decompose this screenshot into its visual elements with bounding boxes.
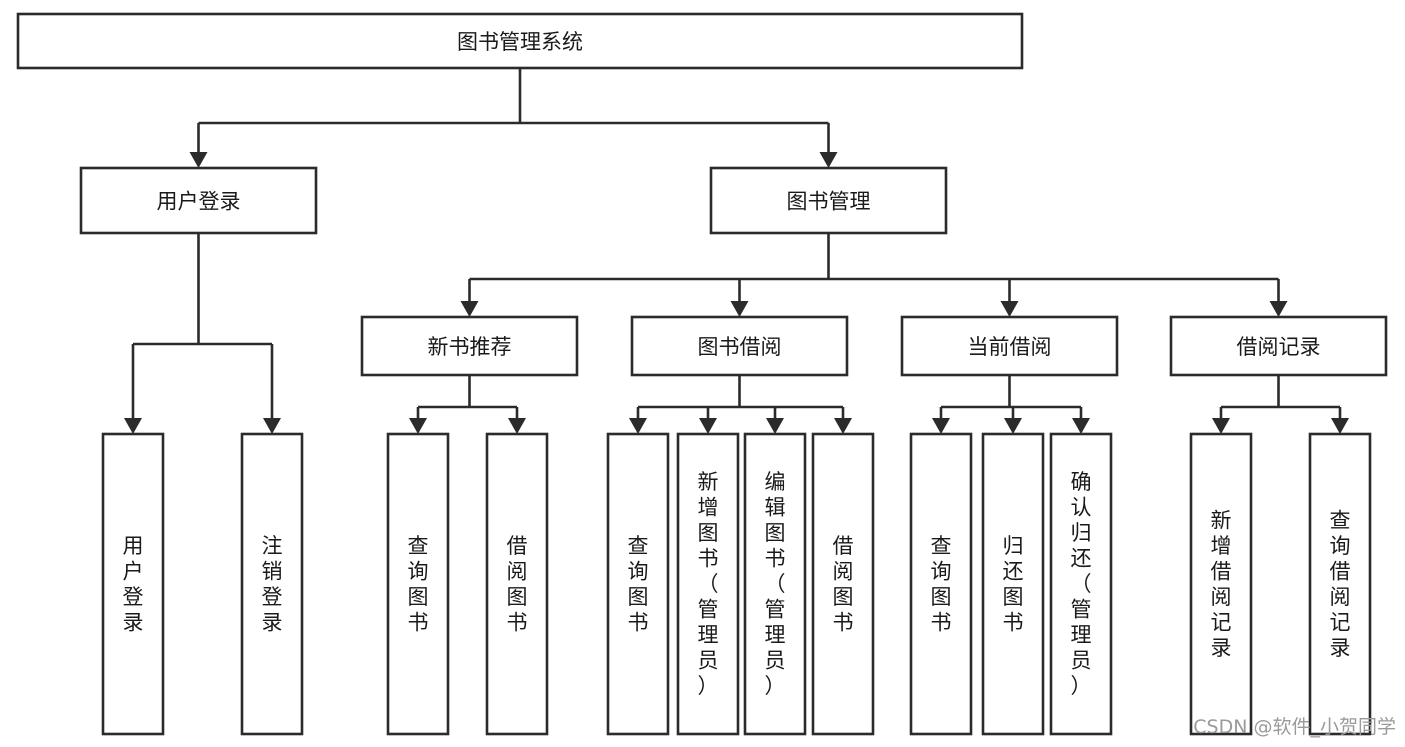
node-box-leaf-current-2[interactable] [981,432,1045,736]
csdn-watermark: CSDN @软件_小贺同学 [1193,716,1396,738]
node-box-leaf-borrow-3[interactable] [743,432,807,736]
node-label-leaf-current-1: 查询图书 [931,534,952,635]
node-label-leaf-current-3: 确认归还（管理员） [1071,470,1092,698]
node-leaf-current-1[interactable]: 查询图书 [909,432,973,736]
node-box-bookmgmt[interactable] [709,166,948,235]
node-box-record[interactable] [1169,315,1388,377]
node-box-leaf-record-2[interactable] [1308,432,1372,736]
node-label-current: 当前借阅 [968,335,1052,359]
node-box-leaf-borrow-2[interactable] [676,432,740,736]
node-box-login[interactable] [79,166,318,235]
edge-arrowhead-leaf-borrow-3 [766,418,784,434]
node-leaf-record-2[interactable]: 查询借阅记录 [1308,432,1372,736]
edge-arrowhead-record [1269,301,1288,317]
node-label-root: 图书管理系统 [457,30,583,54]
node-box-root[interactable] [16,12,1024,70]
edge-arrowhead-bookmgmt [819,152,838,168]
edge-arrowhead-leaf-new-1 [409,418,427,434]
node-label-leaf-borrow-1: 查询图书 [628,534,649,635]
node-newbook[interactable]: 新书推荐 [360,315,579,377]
node-label-leaf-login-1: 用户登录 [123,534,144,635]
node-label-leaf-borrow-4: 借阅图书 [833,534,854,635]
node-leaf-borrow-3[interactable]: 编辑图书（管理员） [743,432,807,736]
node-leaf-record-1[interactable]: 新增借阅记录 [1189,432,1253,736]
node-label-newbook: 新书推荐 [428,335,512,359]
edge-arrowhead-leaf-borrow-1 [629,418,647,434]
edge-group-from-bookmgmt [460,233,1288,317]
node-box-leaf-record-1[interactable] [1189,432,1253,736]
edge-group-from-borrow [629,375,852,434]
edge-arrowhead-current [1000,301,1019,317]
edge-group-from-newbook [409,375,526,434]
edge-group-from-login [124,233,281,434]
edges-layer [124,68,1349,434]
node-leaf-current-3[interactable]: 确认归还（管理员） [1049,432,1113,736]
node-label-borrow: 图书借阅 [698,335,782,359]
node-box-leaf-new-1[interactable] [386,432,450,736]
edge-arrowhead-leaf-current-2 [1004,418,1022,434]
node-label-login: 用户登录 [157,190,241,214]
node-label-leaf-record-2: 查询借阅记录 [1330,508,1351,660]
node-box-leaf-current-1[interactable] [909,432,973,736]
edge-arrowhead-borrow [730,301,749,317]
node-bookmgmt[interactable]: 图书管理 [709,166,948,235]
node-label-leaf-record-1: 新增借阅记录 [1211,508,1232,660]
edge-arrowhead-leaf-borrow-4 [834,418,852,434]
edge-arrowhead-leaf-login-2 [263,418,281,434]
edge-arrowhead-leaf-login-1 [124,418,142,434]
node-leaf-borrow-1[interactable]: 查询图书 [606,432,670,736]
edge-arrowhead-leaf-current-1 [932,418,950,434]
node-label-leaf-current-2: 归还图书 [1003,534,1024,635]
edge-arrowhead-leaf-record-2 [1331,418,1349,434]
node-label-leaf-borrow-2: 新增图书（管理员） [698,470,719,698]
node-box-leaf-borrow-4[interactable] [811,432,875,736]
node-current[interactable]: 当前借阅 [900,315,1119,377]
nodes-layer: 图书管理系统用户登录图书管理新书推荐图书借阅当前借阅借阅记录用户登录注销登录查询… [16,12,1388,736]
node-box-borrow[interactable] [630,315,849,377]
edge-group-from-current [932,375,1090,434]
edge-arrowhead-leaf-borrow-2 [699,418,717,434]
node-box-leaf-login-1[interactable] [101,432,165,736]
node-box-leaf-borrow-1[interactable] [606,432,670,736]
edge-group-from-root [189,68,838,168]
edge-arrowhead-leaf-current-3 [1072,418,1090,434]
edge-arrowhead-leaf-new-2 [508,418,526,434]
node-leaf-login-2[interactable]: 注销登录 [240,432,304,736]
node-leaf-borrow-4[interactable]: 借阅图书 [811,432,875,736]
node-login[interactable]: 用户登录 [79,166,318,235]
node-box-leaf-current-3[interactable] [1049,432,1113,736]
edge-arrowhead-leaf-record-1 [1212,418,1230,434]
node-root[interactable]: 图书管理系统 [16,12,1024,70]
node-label-leaf-login-2: 注销登录 [262,534,283,635]
node-box-newbook[interactable] [360,315,579,377]
node-leaf-current-2[interactable]: 归还图书 [981,432,1045,736]
node-borrow[interactable]: 图书借阅 [630,315,849,377]
node-record[interactable]: 借阅记录 [1169,315,1388,377]
edge-group-from-record [1212,375,1349,434]
node-leaf-new-2[interactable]: 借阅图书 [485,432,549,736]
node-leaf-new-1[interactable]: 查询图书 [386,432,450,736]
node-box-leaf-login-2[interactable] [240,432,304,736]
node-label-leaf-new-2: 借阅图书 [507,534,528,635]
edge-arrowhead-newbook [460,301,479,317]
node-box-current[interactable] [900,315,1119,377]
edge-arrowhead-login [189,152,208,168]
node-label-record: 借阅记录 [1237,335,1321,359]
node-box-leaf-new-2[interactable] [485,432,549,736]
node-label-leaf-borrow-3: 编辑图书（管理员） [765,470,786,698]
node-leaf-borrow-2[interactable]: 新增图书（管理员） [676,432,740,736]
node-label-bookmgmt: 图书管理 [787,190,871,214]
node-label-leaf-new-1: 查询图书 [408,534,429,635]
node-leaf-login-1[interactable]: 用户登录 [101,432,165,736]
